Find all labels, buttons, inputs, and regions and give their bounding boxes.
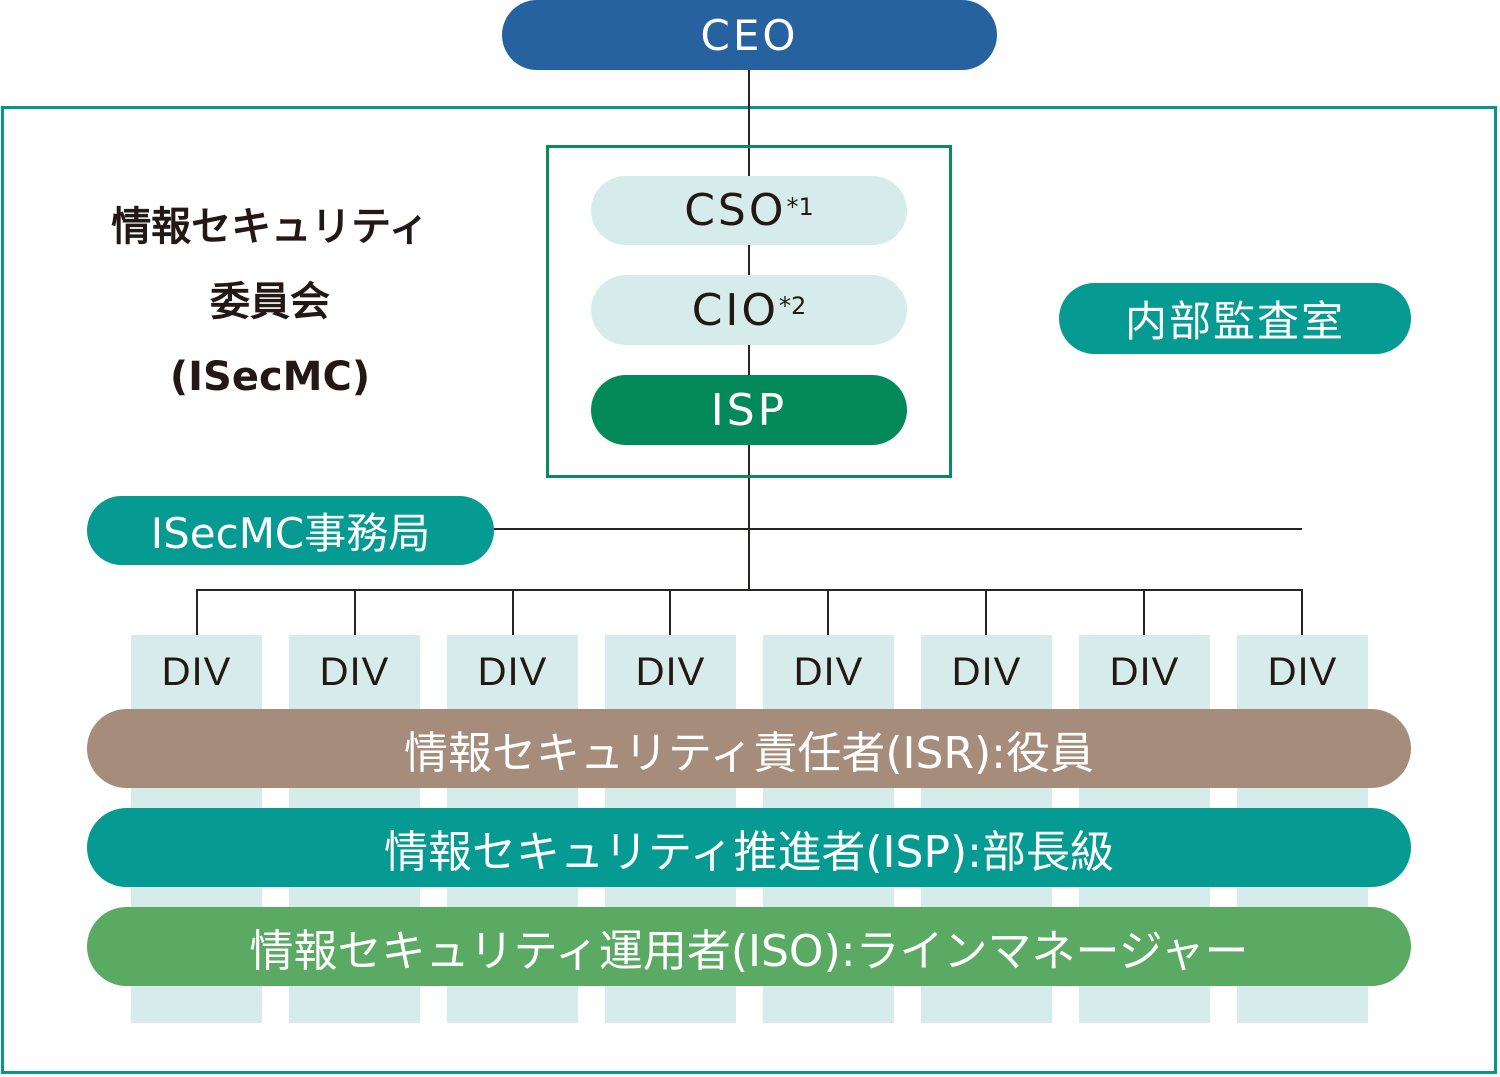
internal-audit-label: 内部監査室 bbox=[1124, 297, 1345, 346]
committee-title-line3: (ISecMC) bbox=[169, 354, 371, 400]
division-label: DIV bbox=[161, 650, 232, 694]
secretariat-label: ISecMC事務局 bbox=[150, 509, 431, 558]
secretariat-node: ISecMC事務局 bbox=[87, 496, 494, 565]
division-label: DIV bbox=[477, 650, 548, 694]
division-label: DIV bbox=[951, 650, 1022, 694]
isr-role-band: 情報セキュリティ責任者(ISR):役員 bbox=[87, 709, 1411, 788]
cso-node: CSO*1 bbox=[591, 176, 907, 245]
committee-title: 情報セキュリティ 委員会 (ISecMC) bbox=[60, 190, 480, 415]
division-bus-connector bbox=[196, 589, 1303, 591]
secretariat-connector bbox=[494, 528, 1302, 530]
division-connector bbox=[827, 589, 829, 635]
executive-group-box bbox=[546, 145, 952, 478]
division-label: DIV bbox=[635, 650, 706, 694]
ceo-node: CEO bbox=[502, 0, 997, 70]
cio-node: CIO*2 bbox=[591, 275, 907, 345]
iso-role-band: 情報セキュリティ運用者(ISO):ラインマネージャー bbox=[87, 907, 1411, 986]
committee-title-line1: 情報セキュリティ bbox=[111, 204, 429, 250]
isp-node: ISP bbox=[591, 375, 907, 445]
iso-role-label: 情報セキュリティ運用者(ISO):ラインマネージャー bbox=[249, 925, 1249, 977]
isr-role-label: 情報セキュリティ責任者(ISR):役員 bbox=[404, 727, 1094, 779]
cio-footnote: *2 bbox=[779, 292, 807, 320]
division-connector bbox=[1301, 589, 1303, 635]
isp-role-label: 情報セキュリティ推進者(ISP):部長級 bbox=[384, 826, 1114, 878]
division-connector bbox=[196, 589, 198, 635]
division-connector bbox=[985, 589, 987, 635]
committee-title-line2: 委員会 bbox=[210, 279, 330, 325]
cso-footnote: *1 bbox=[786, 192, 814, 221]
ceo-label: CEO bbox=[700, 10, 799, 60]
division-label: DIV bbox=[1267, 650, 1338, 694]
division-connector bbox=[669, 589, 671, 635]
isp-role-band: 情報セキュリティ推進者(ISP):部長級 bbox=[87, 808, 1411, 887]
cio-label: CIO bbox=[691, 284, 780, 336]
internal-audit-node: 内部監査室 bbox=[1059, 283, 1411, 354]
division-connector bbox=[1143, 589, 1145, 635]
division-label: DIV bbox=[1109, 650, 1180, 694]
division-connector bbox=[354, 589, 356, 635]
isp-label: ISP bbox=[710, 384, 788, 436]
division-connector bbox=[512, 589, 514, 635]
cso-label: CSO bbox=[684, 185, 787, 236]
division-label: DIV bbox=[793, 650, 864, 694]
division-label: DIV bbox=[319, 650, 390, 694]
